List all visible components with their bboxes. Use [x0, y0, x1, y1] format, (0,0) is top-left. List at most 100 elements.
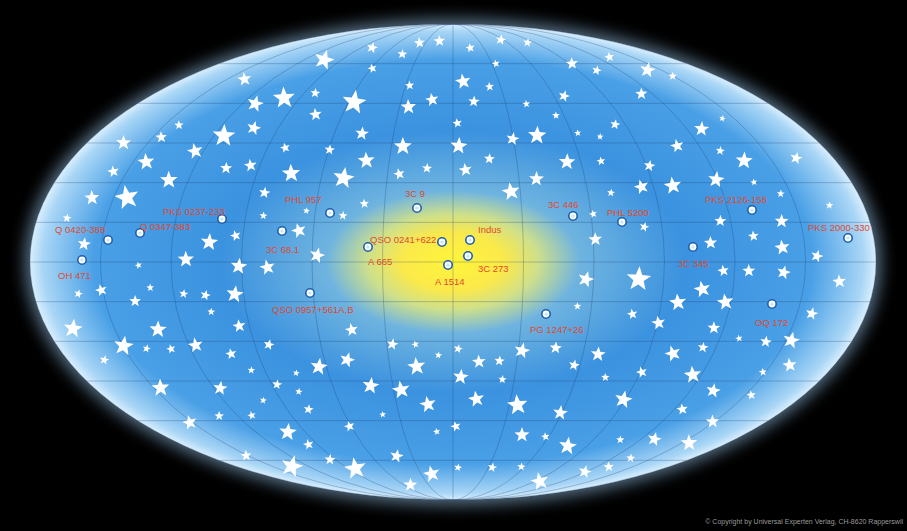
- star: [282, 164, 300, 182]
- star: [311, 358, 328, 375]
- star: [626, 453, 635, 462]
- star: [735, 335, 742, 342]
- star: [404, 478, 418, 491]
- star: [339, 211, 348, 220]
- star: [425, 93, 438, 106]
- object-marker-core: [770, 302, 773, 305]
- object-marker: [444, 261, 452, 269]
- star: [636, 367, 647, 378]
- star: [434, 35, 446, 46]
- star: [241, 450, 252, 461]
- star: [75, 289, 83, 298]
- object-label: PG 1247+26: [530, 325, 584, 335]
- star: [343, 90, 367, 114]
- parallel: [54, 182, 852, 183]
- star: [303, 207, 310, 214]
- star: [225, 348, 236, 359]
- star: [759, 368, 767, 376]
- star: [78, 237, 91, 250]
- star: [143, 344, 151, 352]
- object-marker: [466, 236, 474, 244]
- object-marker-core: [468, 238, 471, 241]
- star: [107, 165, 119, 177]
- object-marker: [618, 218, 626, 226]
- star: [708, 321, 721, 333]
- object-marker: [844, 234, 852, 242]
- object-marker-core: [366, 245, 369, 248]
- star: [708, 171, 724, 187]
- object-marker-core: [846, 236, 849, 239]
- star: [589, 210, 597, 218]
- star: [279, 423, 297, 440]
- star: [187, 143, 202, 159]
- star: [684, 366, 701, 383]
- star: [248, 121, 262, 135]
- star: [387, 338, 398, 350]
- star: [451, 137, 468, 153]
- object-marker: [748, 206, 756, 214]
- sky-ellipse: [30, 24, 876, 500]
- star: [627, 309, 637, 319]
- star: [640, 222, 649, 232]
- star: [237, 72, 251, 86]
- star: [760, 336, 771, 347]
- star: [260, 212, 268, 220]
- object-label: OQ 172: [755, 318, 788, 328]
- object-marker-core: [446, 263, 449, 266]
- star: [405, 81, 414, 90]
- star: [295, 388, 302, 395]
- parallel: [138, 103, 769, 104]
- star: [273, 86, 295, 107]
- star: [607, 189, 615, 197]
- star: [635, 88, 647, 100]
- star: [411, 341, 418, 349]
- star: [517, 462, 526, 470]
- star: [259, 187, 270, 198]
- star: [507, 132, 520, 145]
- star: [454, 463, 462, 471]
- star: [706, 415, 720, 428]
- object-marker-core: [750, 208, 753, 211]
- star: [178, 251, 194, 267]
- star: [472, 355, 486, 368]
- star: [485, 82, 494, 91]
- star: [541, 432, 550, 440]
- star: [407, 357, 425, 375]
- object-marker-core: [106, 238, 109, 241]
- star: [559, 153, 575, 169]
- star: [707, 383, 721, 397]
- star: [777, 190, 785, 198]
- star: [248, 366, 255, 373]
- star: [114, 185, 138, 209]
- object-marker-core: [544, 312, 547, 315]
- star: [247, 411, 255, 420]
- star: [694, 281, 710, 298]
- object-label: QSO 0957+561A,B: [272, 305, 354, 315]
- star: [423, 465, 439, 482]
- object-marker-core: [308, 291, 311, 294]
- object-marker: [78, 256, 86, 264]
- object-marker-core: [466, 254, 469, 257]
- star: [179, 289, 188, 298]
- copyright-note: © Copyright by Universal Experten Verlag…: [705, 518, 903, 525]
- star: [592, 66, 601, 76]
- star: [596, 157, 605, 166]
- object-marker: [768, 300, 776, 308]
- star: [264, 339, 275, 350]
- object-label: PHL 957: [285, 195, 322, 205]
- star: [213, 124, 236, 146]
- object-label: 3C 9: [405, 189, 425, 199]
- star: [559, 437, 577, 455]
- markers: [78, 204, 852, 318]
- star: [129, 295, 141, 306]
- star: [368, 64, 377, 73]
- star: [579, 271, 595, 287]
- star: [367, 42, 378, 53]
- star: [453, 369, 468, 384]
- star: [135, 262, 142, 269]
- parallel: [138, 420, 769, 421]
- star: [435, 351, 442, 358]
- star: [201, 290, 211, 300]
- star: [604, 462, 614, 472]
- star: [230, 230, 240, 241]
